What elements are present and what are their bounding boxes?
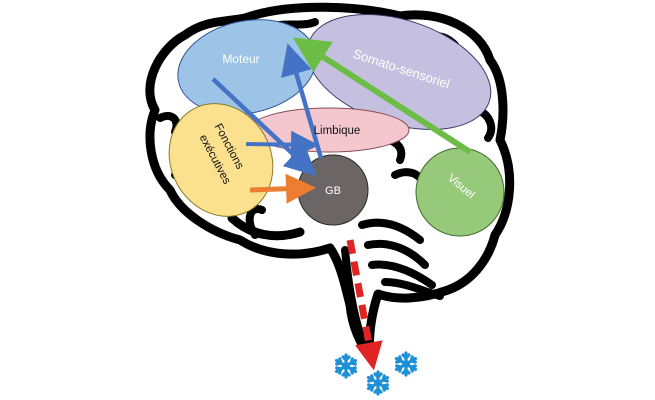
- arrow-fonctions-to-gb: [249, 173, 316, 204]
- gb-label: GB: [325, 185, 341, 197]
- snowflakes: [334, 351, 418, 396]
- cerebellum-line-4: [381, 278, 444, 300]
- moteur-label: Moteur: [222, 52, 259, 66]
- cerebellum-line-1: [358, 218, 424, 244]
- cerebellum-line-3: [368, 260, 436, 289]
- arrow-limbique-to-gb: [245, 130, 319, 159]
- snowflake-icon: [366, 370, 390, 396]
- cerebellum-line-2: [364, 239, 429, 269]
- brainstem-left: [341, 246, 366, 344]
- fonctions-executives-region[interactable]: [150, 85, 293, 234]
- temporal-lobe-line2: [245, 205, 266, 239]
- snowflake-icon: [334, 353, 358, 379]
- arrow-visuel-to-moteur: [292, 37, 472, 155]
- arrow-gb-to-spinal-cord: [346, 239, 383, 371]
- temporal-lobe-line: [227, 213, 305, 241]
- snowflake-icon: [394, 351, 418, 377]
- limbique-label: Limbique: [314, 125, 361, 137]
